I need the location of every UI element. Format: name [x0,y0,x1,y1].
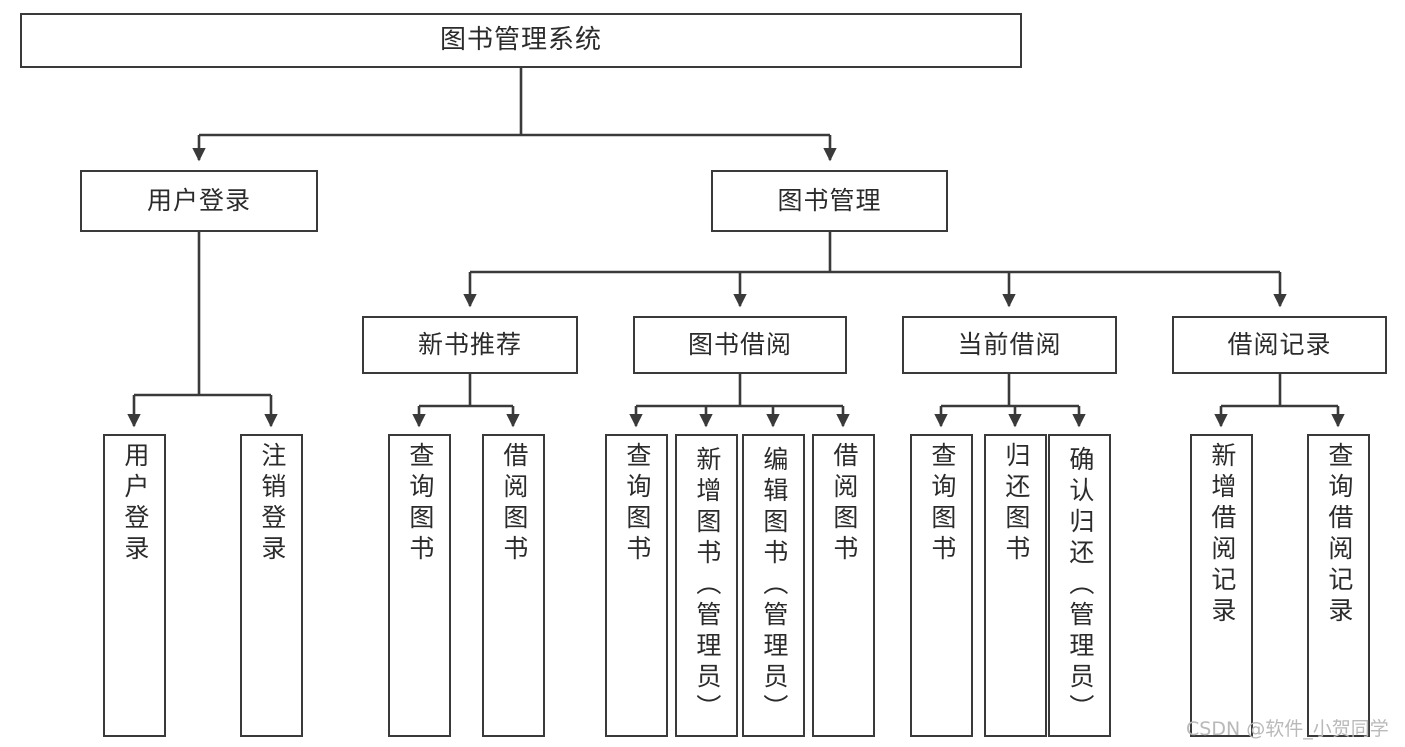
node-borrow-record[interactable]: 借阅记录 [1172,316,1387,374]
node-leaf-borrow-book[interactable]: 借阅图书 [812,434,875,737]
node-leaf-query-book-recommend[interactable]: 查询图书 [388,434,451,737]
edge-userlogin-to-leaves [127,232,278,428]
node-leaf-return-book[interactable]: 归还图书 [984,434,1047,737]
node-leaf-query-book-current[interactable]: 查询图书 [910,434,973,737]
edge-newbook-to-leaves [412,374,520,428]
edge-borrowrecord-to-leaves [1214,374,1345,428]
node-leaf-add-borrow-record[interactable]: 新增借阅记录 [1190,434,1253,737]
node-new-book-recommend[interactable]: 新书推荐 [362,316,578,374]
csdn-watermark: CSDN @软件_小贺同学 [1186,718,1389,740]
node-leaf-confirm-return-admin[interactable]: 确认归还（管理员） [1048,434,1111,737]
node-user-login[interactable]: 用户登录 [80,170,318,232]
node-book-borrow[interactable]: 图书借阅 [633,316,847,374]
node-root-system[interactable]: 图书管理系统 [20,13,1022,68]
edge-bookmgmt-to-level3 [463,232,1287,308]
edge-bookborrow-to-leaves [629,374,850,428]
node-current-borrow[interactable]: 当前借阅 [902,316,1117,374]
node-book-management[interactable]: 图书管理 [711,170,948,232]
node-leaf-borrow-book-recommend[interactable]: 借阅图书 [482,434,545,737]
node-leaf-add-book-admin[interactable]: 新增图书（管理员） [675,434,738,737]
edge-root-to-level2 [192,68,837,162]
node-leaf-edit-book-admin[interactable]: 编辑图书（管理员） [742,434,805,737]
node-leaf-query-book-borrow[interactable]: 查询图书 [605,434,668,737]
node-leaf-query-borrow-record[interactable]: 查询借阅记录 [1307,434,1370,737]
edge-currentborrow-to-leaves [934,374,1086,428]
node-leaf-user-logout[interactable]: 注销登录 [240,434,303,737]
node-leaf-user-login[interactable]: 用户登录 [103,434,166,737]
